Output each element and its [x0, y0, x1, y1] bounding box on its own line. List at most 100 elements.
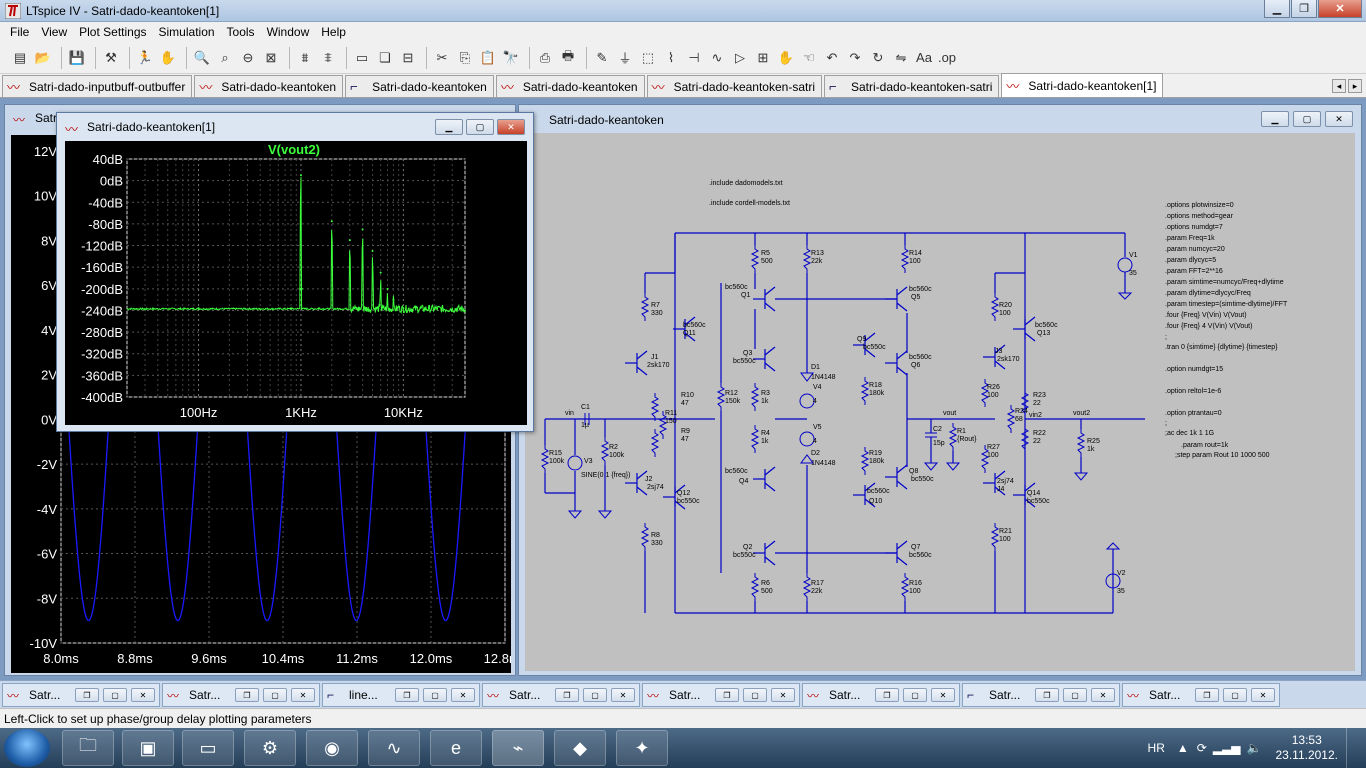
- minimized-maximize-button[interactable]: ▢: [423, 688, 447, 702]
- minimized-restore-button[interactable]: ❐: [1035, 688, 1059, 702]
- schematic-minimize-button[interactable]: ▁: [1261, 111, 1289, 127]
- minimized-maximize-button[interactable]: ▢: [263, 688, 287, 702]
- language-indicator[interactable]: HR: [1147, 741, 1165, 755]
- zoom-fit-icon[interactable]: ⊠: [265, 49, 277, 65]
- schematic-maximize-button[interactable]: ▢: [1293, 111, 1321, 127]
- minimized-restore-button[interactable]: ❐: [555, 688, 579, 702]
- minimized-maximize-button[interactable]: ▢: [1223, 688, 1247, 702]
- explorer-taskbar-button[interactable]: 🗀: [62, 730, 114, 766]
- clock[interactable]: 13:53 23.11.2012.: [1275, 733, 1338, 763]
- app-taskbar-button[interactable]: ⚙: [244, 730, 296, 766]
- menu-file[interactable]: File: [10, 25, 30, 39]
- mirror-icon[interactable]: ⇋: [895, 49, 907, 65]
- volume-icon[interactable]: 🔈: [1246, 741, 1262, 755]
- wire-icon[interactable]: ✎: [596, 49, 608, 65]
- fft-minimize-button[interactable]: ▁: [435, 119, 463, 135]
- menu-plot-settings[interactable]: Plot Settings: [79, 25, 147, 39]
- doc-tab-active[interactable]: 〰Satri-dado-keantoken[1]: [1001, 73, 1164, 97]
- minimized-close-button[interactable]: ✕: [451, 688, 475, 702]
- minimized-maximize-button[interactable]: ▢: [743, 688, 767, 702]
- fft-svg[interactable]: V(vout2)40dB0dB-40dB-80dB-120dB-160dB-20…: [65, 141, 527, 425]
- app-taskbar-button[interactable]: ◉: [306, 730, 358, 766]
- rotate-icon[interactable]: ↻: [872, 49, 884, 65]
- minimized-window[interactable]: 〰Satr...❐▢✕: [802, 683, 960, 707]
- minimized-restore-button[interactable]: ❐: [235, 688, 259, 702]
- doc-tab[interactable]: 〰Satri-dado-inputbuff-outbuffer: [2, 75, 193, 97]
- minimized-window[interactable]: 〰Satr...❐▢✕: [1122, 683, 1280, 707]
- menu-window[interactable]: Window: [266, 25, 310, 39]
- paste-icon[interactable]: 📋: [479, 49, 497, 65]
- restore-button[interactable]: ❐: [1291, 0, 1317, 18]
- copy-icon[interactable]: ⎘: [459, 49, 471, 65]
- find-icon[interactable]: 🔭: [502, 49, 520, 65]
- pdf-taskbar-button[interactable]: ✦: [616, 730, 668, 766]
- minimized-close-button[interactable]: ✕: [1091, 688, 1115, 702]
- minimized-maximize-button[interactable]: ▢: [103, 688, 127, 702]
- cut-icon[interactable]: ✂: [436, 49, 448, 65]
- tab-scroll-right-button[interactable]: ▸: [1348, 79, 1362, 93]
- doc-tab[interactable]: 〰Satri-dado-keantoken-satri: [646, 75, 822, 97]
- doc-tab[interactable]: 〰Satri-dado-keantoken: [495, 75, 645, 97]
- minimized-close-button[interactable]: ✕: [771, 688, 795, 702]
- minimized-close-button[interactable]: ✕: [931, 688, 955, 702]
- doc-tab[interactable]: ⌐Satri-dado-keantoken: [345, 75, 494, 97]
- close-button[interactable]: ✕: [1318, 0, 1362, 18]
- halt-icon[interactable]: ✋: [159, 49, 177, 65]
- minimized-restore-button[interactable]: ❐: [75, 688, 99, 702]
- autorange-icon[interactable]: ⩩: [301, 49, 309, 65]
- resistor-icon[interactable]: ⌇: [667, 49, 675, 65]
- schematic-window[interactable]: ⌐ Satri-dado-keantoken ▁ ▢ ✕ V135V235vin…: [518, 104, 1362, 676]
- fft-window[interactable]: 〰 Satri-dado-keantoken[1] ▁ ▢ ✕ V(vout2)…: [56, 112, 534, 432]
- minimized-close-button[interactable]: ✕: [611, 688, 635, 702]
- minimized-window[interactable]: ⌐Satr...❐▢✕: [962, 683, 1120, 707]
- minimized-close-button[interactable]: ✕: [291, 688, 315, 702]
- ltspice-taskbar-button[interactable]: ⌁: [492, 730, 544, 766]
- minimized-window[interactable]: 〰Satr...❐▢✕: [2, 683, 160, 707]
- minimized-window[interactable]: 〰Satr...❐▢✕: [642, 683, 800, 707]
- cascade-icon[interactable]: ❏: [379, 49, 391, 65]
- tile-horizontal-icon[interactable]: ▭: [355, 49, 369, 65]
- menu-simulation[interactable]: Simulation: [158, 25, 215, 39]
- minimized-maximize-button[interactable]: ▢: [1063, 688, 1087, 702]
- schematic-close-button[interactable]: ✕: [1325, 111, 1353, 127]
- app-taskbar-button[interactable]: ◆: [554, 730, 606, 766]
- inductor-icon[interactable]: ∿: [711, 49, 723, 65]
- ie-taskbar-button[interactable]: e: [430, 730, 482, 766]
- minimized-restore-button[interactable]: ❐: [1195, 688, 1219, 702]
- minimized-close-button[interactable]: ✕: [131, 688, 155, 702]
- show-desktop-button[interactable]: [1346, 728, 1358, 768]
- minimized-window[interactable]: 〰Satr...❐▢✕: [162, 683, 320, 707]
- app-taskbar-button[interactable]: ▣: [122, 730, 174, 766]
- minimized-maximize-button[interactable]: ▢: [583, 688, 607, 702]
- minimized-window[interactable]: ⌐line...❐▢✕: [322, 683, 480, 707]
- app-taskbar-button[interactable]: ∿: [368, 730, 420, 766]
- tray-expand-icon[interactable]: ▲: [1176, 741, 1189, 755]
- control-panel-icon[interactable]: ⚒: [105, 49, 117, 65]
- minimized-restore-button[interactable]: ❐: [875, 688, 899, 702]
- run-icon[interactable]: 🏃: [136, 49, 154, 65]
- minimized-restore-button[interactable]: ❐: [715, 688, 739, 702]
- sync-icon[interactable]: ⟳: [1196, 741, 1207, 755]
- save-icon[interactable]: 💾: [68, 49, 86, 65]
- ground-icon[interactable]: ⏚: [618, 51, 632, 66]
- app-taskbar-button[interactable]: ▭: [182, 730, 234, 766]
- doc-tab[interactable]: 〰Satri-dado-keantoken: [194, 75, 344, 97]
- undo-icon[interactable]: ↶: [826, 49, 838, 65]
- minimized-restore-button[interactable]: ❐: [395, 688, 419, 702]
- doc-tab[interactable]: ⌐Satri-dado-keantoken-satri: [823, 75, 1000, 97]
- new-schematic-icon[interactable]: ▤: [13, 49, 27, 65]
- minimized-window[interactable]: 〰Satr...❐▢✕: [482, 683, 640, 707]
- drag-icon[interactable]: ☜: [803, 49, 815, 65]
- zoom-out-icon[interactable]: ⊖: [242, 49, 254, 65]
- menu-tools[interactable]: Tools: [226, 25, 255, 39]
- menu-view[interactable]: View: [41, 25, 68, 39]
- network-icon[interactable]: ▂▃▅: [1212, 741, 1241, 755]
- fft-maximize-button[interactable]: ▢: [466, 119, 494, 135]
- open-folder-icon[interactable]: 📂: [34, 49, 52, 65]
- close-all-icon[interactable]: ⊟: [402, 49, 414, 65]
- component-icon[interactable]: ⊞: [757, 49, 769, 65]
- zoom-area-icon[interactable]: ⌕: [221, 49, 229, 65]
- label-net-icon[interactable]: ⬚: [641, 49, 655, 65]
